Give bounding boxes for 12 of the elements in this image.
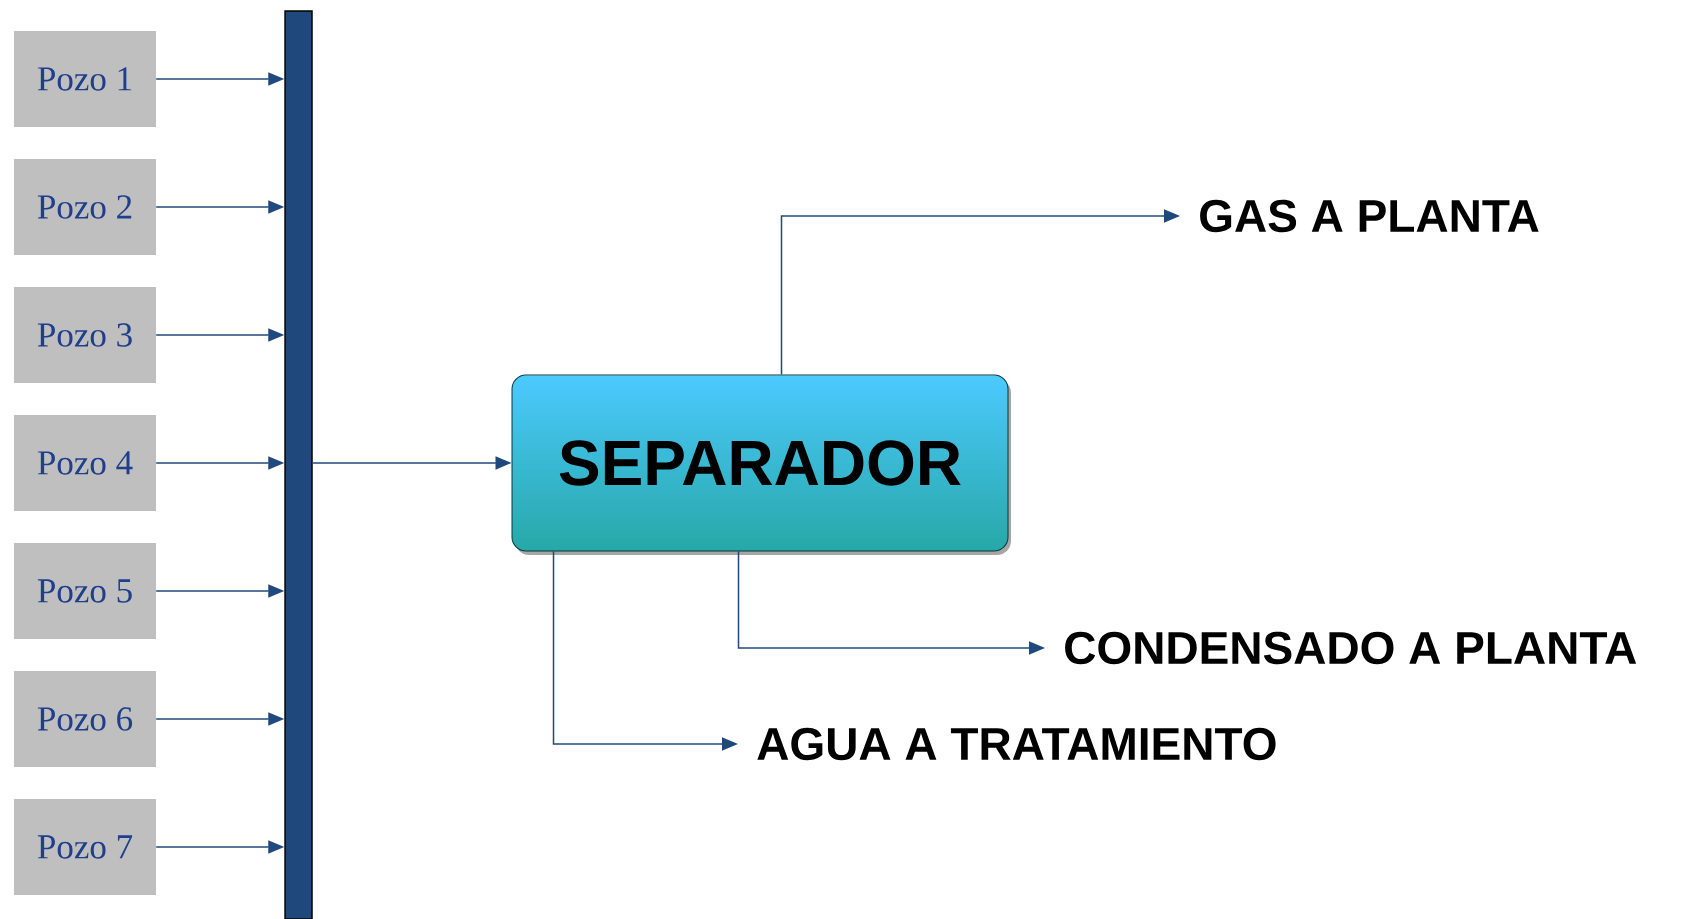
well-box: Pozo 7: [14, 799, 156, 895]
output-label: GAS A PLANTA: [1200, 199, 1539, 233]
well-box: Pozo 6: [14, 671, 156, 767]
manifold-bar: [284, 10, 313, 919]
well-box: Pozo 3: [14, 287, 156, 383]
separator-box: SEPARADOR: [511, 374, 1009, 552]
output-label: AGUA A TRATAMIENTO: [757, 727, 1276, 761]
well-box: Pozo 2: [14, 159, 156, 255]
well-box: Pozo 5: [14, 543, 156, 639]
output-label: CONDENSADO A PLANTA: [1065, 631, 1637, 665]
well-box: Pozo 4: [14, 415, 156, 511]
well-box: Pozo 1: [14, 31, 156, 127]
